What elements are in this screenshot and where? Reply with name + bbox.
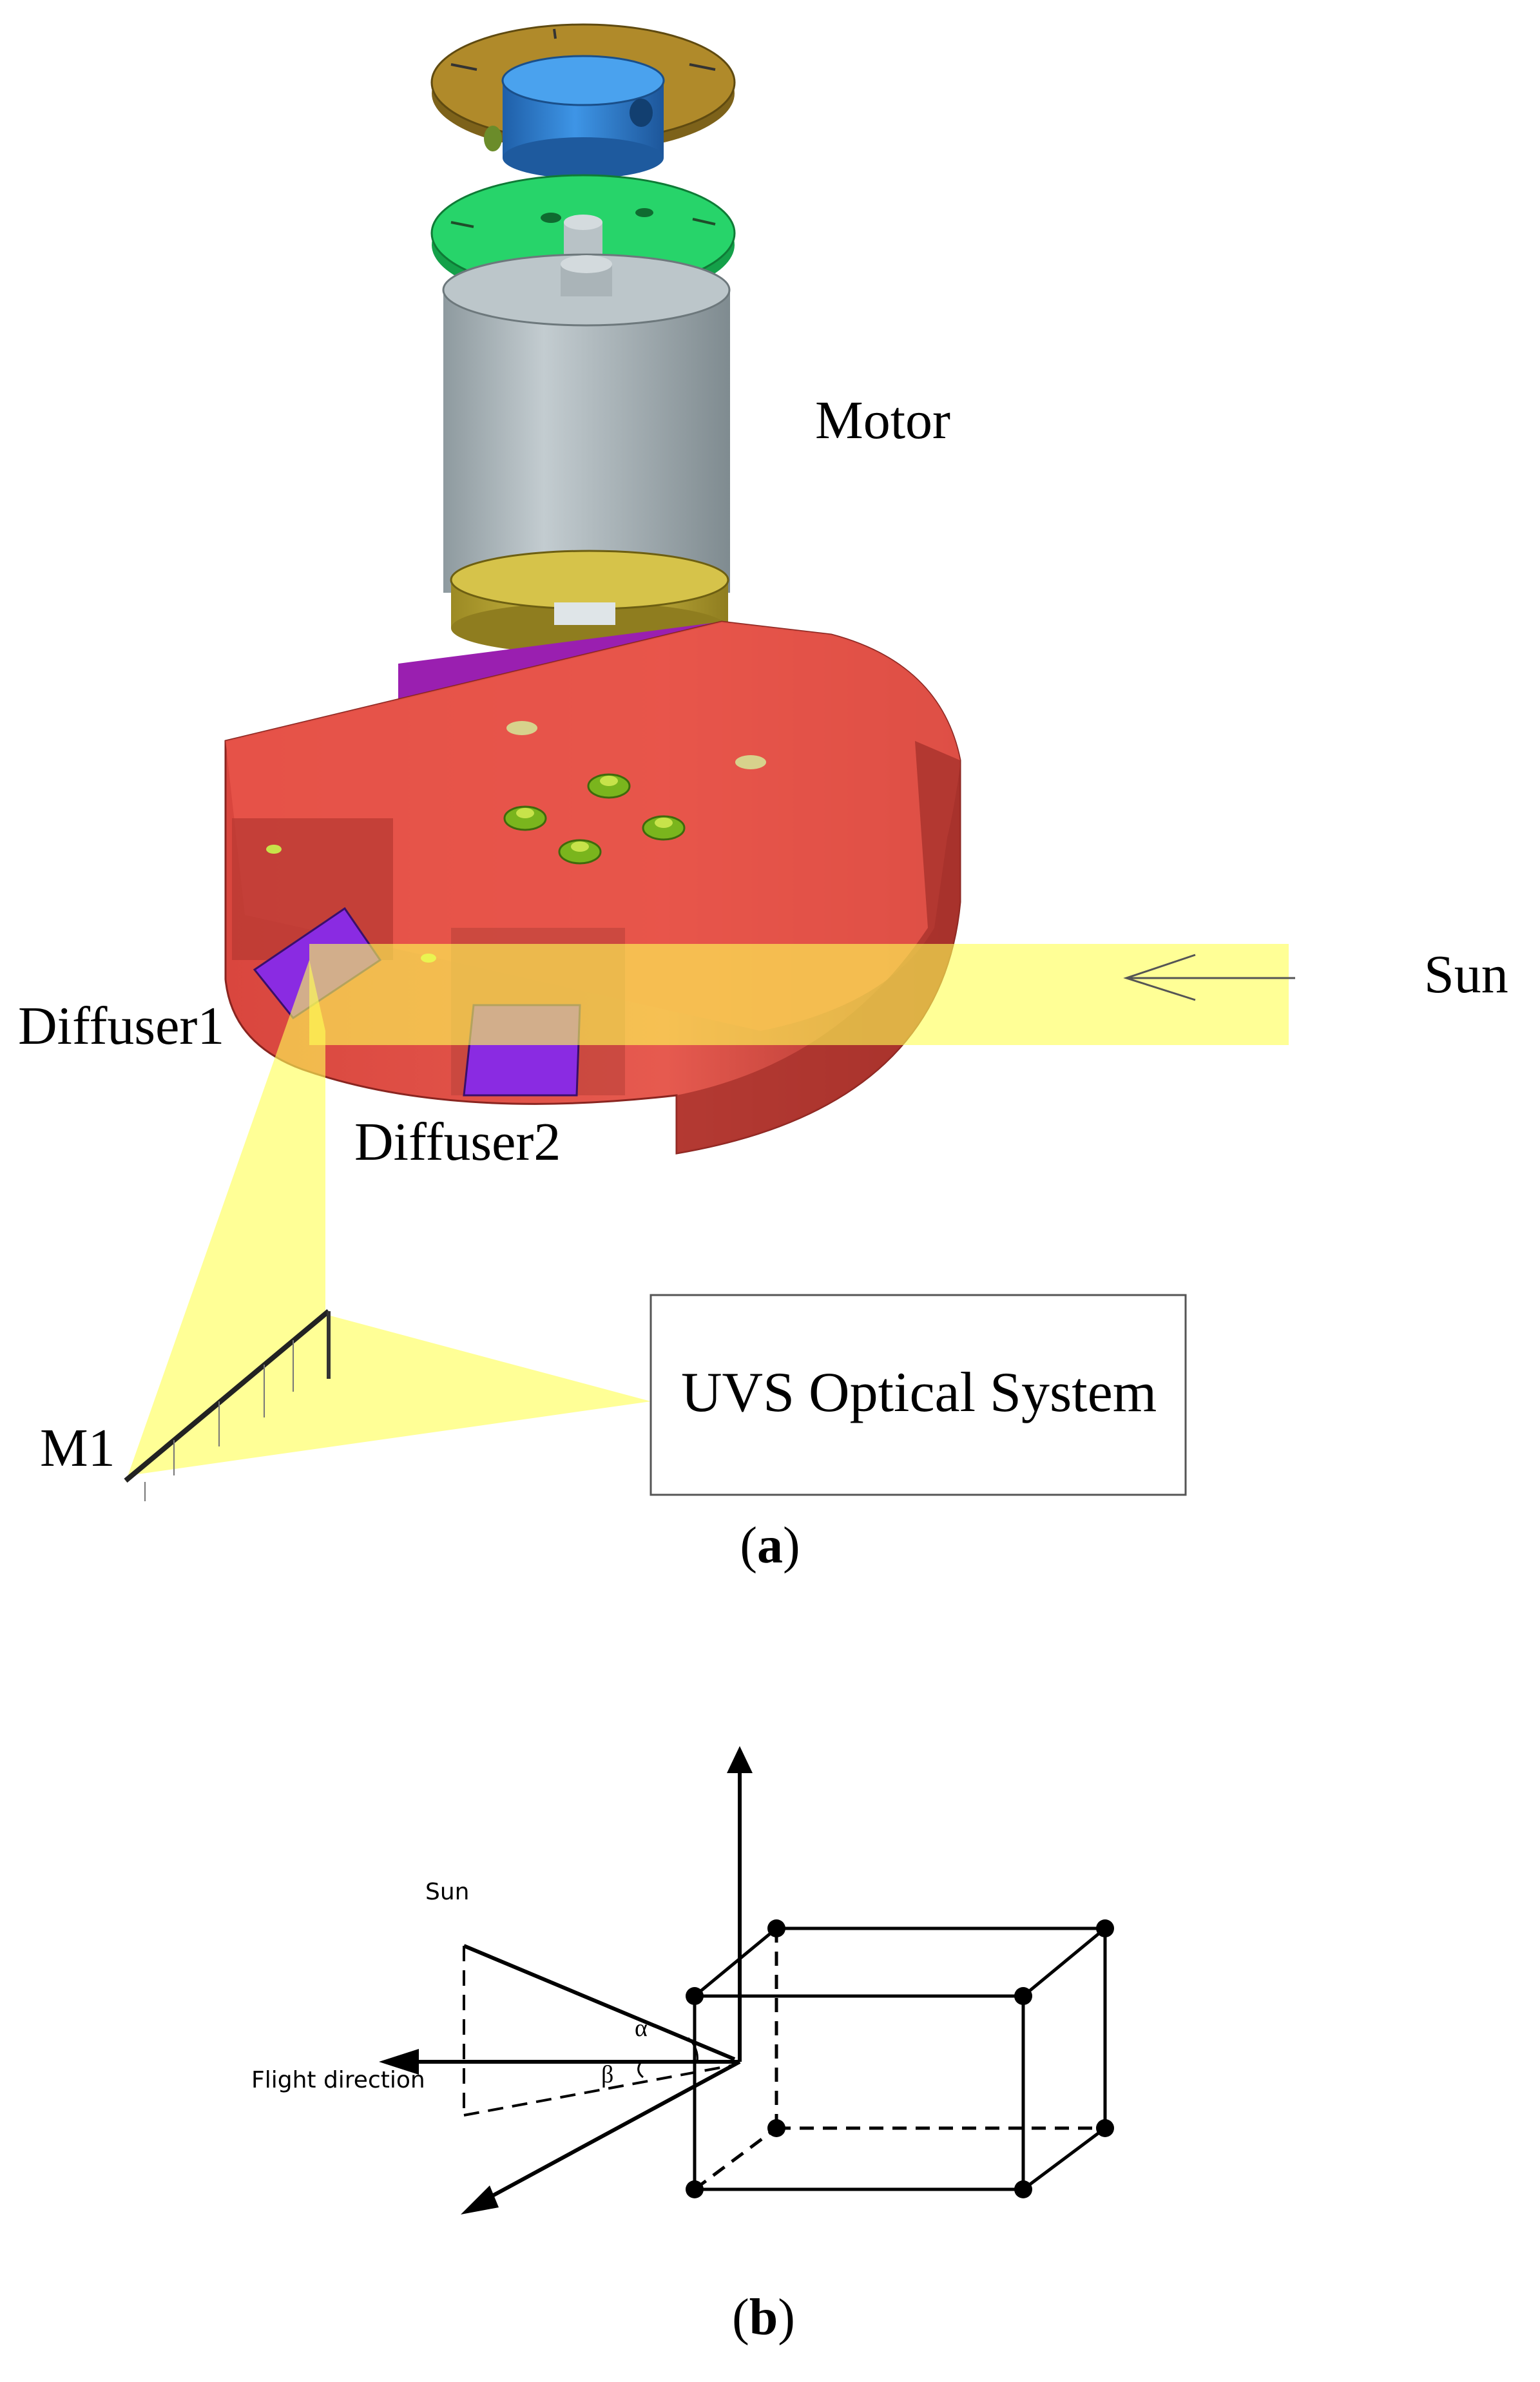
blue-hub (484, 55, 665, 178)
alpha-symbol: α (635, 2015, 648, 2042)
light-cone-mirror-to-system (129, 1314, 651, 1475)
satellite-box (693, 1926, 1107, 2191)
beta-arc (637, 2061, 644, 2079)
diffuser2-label: Diffuser2 (354, 1112, 561, 1172)
diffuser1-label: Diffuser1 (18, 996, 224, 1056)
light-cone-diffuser-to-mirror (126, 960, 325, 1482)
panel-a-caption: (a) (740, 1517, 800, 1574)
box-vertices (686, 1919, 1114, 2198)
beta-symbol: β (601, 2061, 613, 2088)
sunbeam (309, 944, 1289, 1045)
motor-body (442, 253, 731, 593)
panel-b-caption: (b) (732, 2289, 795, 2346)
motor-collar (450, 550, 729, 654)
panel-b: Sun Flight direction α β (b) (251, 1746, 1114, 2346)
panel-a-letter: a (757, 1517, 783, 1574)
m1-mirror (124, 1309, 331, 1501)
uvs-optical-system-box (650, 1294, 1187, 1496)
base-plate (224, 620, 961, 1155)
motor-label: Motor (815, 390, 950, 450)
sun-label: Sun (1424, 945, 1508, 1004)
panel-a: Motor Sun Diffuser1 Diffuser2 M1 UVS Opt… (18, 23, 1508, 1574)
uvs-optical-system-label: UVS Optical System (681, 1361, 1157, 1424)
m1-label: M1 (40, 1418, 115, 1478)
panel-b-letter: b (749, 2289, 778, 2346)
sun-label-b: Sun (425, 1879, 469, 1905)
flight-direction-label: Flight direction (251, 2067, 425, 2093)
